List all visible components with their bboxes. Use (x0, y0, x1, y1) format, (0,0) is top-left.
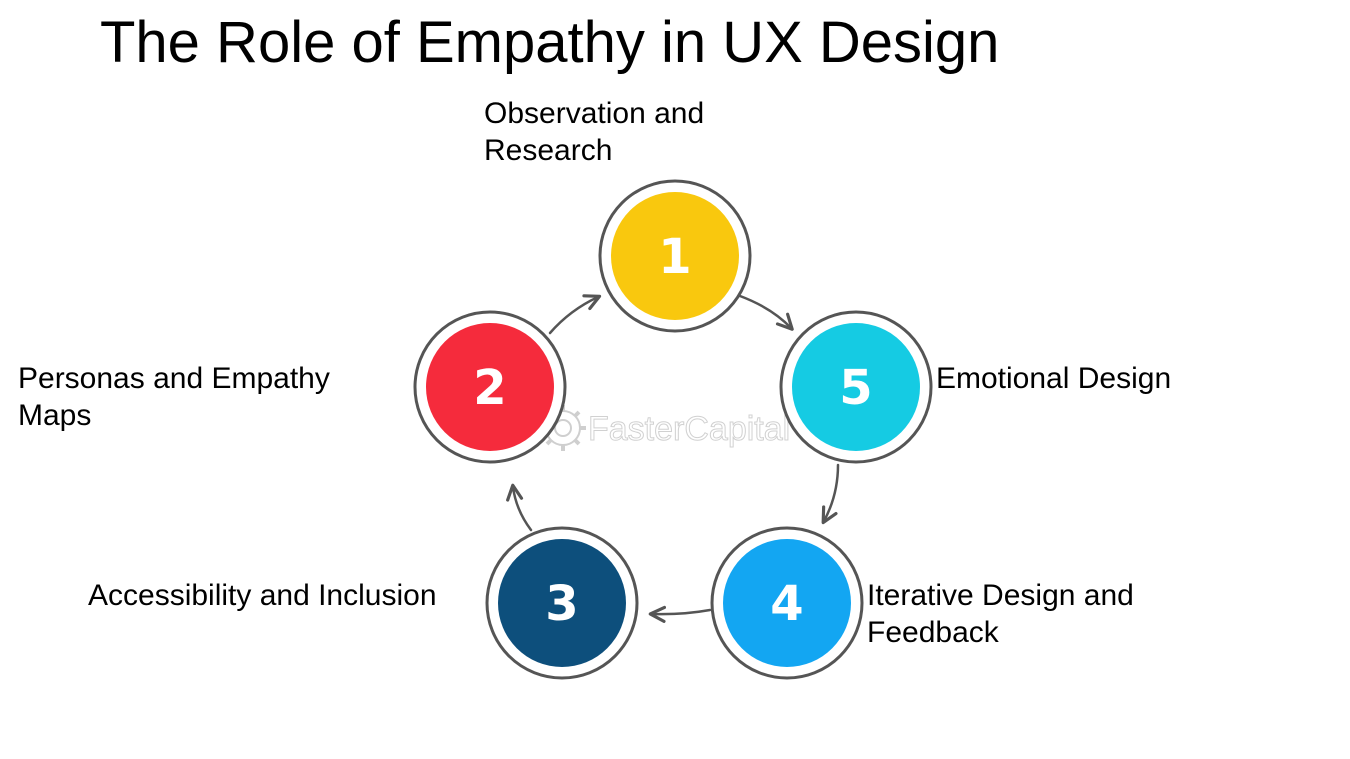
step-5-number: 5 (839, 360, 872, 416)
step-3-label: Accessibility and Inclusion (88, 577, 437, 614)
step-1-node: 1 (598, 179, 752, 333)
step-5-label-line-1: Emotional Design (936, 362, 1172, 395)
step-5-node: 5 (779, 310, 933, 464)
step-2-node: 2 (413, 310, 567, 464)
step-2-label: Personas and Empathy Maps (18, 360, 330, 434)
step-4-number: 4 (770, 576, 803, 632)
step-3-node: 3 (485, 526, 639, 680)
step-4-label-line-2: Feedback (867, 616, 999, 649)
step-2-label-line-2: Maps (18, 399, 92, 432)
step-5-label: Emotional Design (936, 360, 1171, 397)
step-5-circle (792, 323, 920, 451)
step-4-node: 4 (710, 526, 864, 680)
arrow-1-to-5 (738, 294, 794, 331)
arrow-4-to-3 (648, 605, 712, 623)
step-3-circle (498, 539, 626, 667)
page-title: The Role of Empathy in UX Design (100, 10, 1000, 75)
step-1-number: 1 (658, 229, 691, 285)
step-4-circle (723, 539, 851, 667)
step-1-label-line-1: Observation and (484, 97, 705, 130)
step-3-label-line-1: Accessibility and Inclusion (88, 579, 437, 612)
step-2-label-line-1: Personas and Empathy (18, 362, 330, 395)
step-2-circle (426, 323, 554, 451)
step-1-circle (611, 192, 739, 320)
step-3-number: 3 (545, 576, 578, 632)
arrow-3-to-2 (506, 483, 533, 532)
watermark-text: FasterCapital (588, 410, 790, 448)
step-1-label-line-2: Research (484, 134, 613, 167)
watermark: FasterCapital (540, 405, 791, 451)
step-2-number: 2 (473, 360, 506, 416)
step-1-label: Observation and Research (484, 95, 704, 169)
step-4-label-line-1: Iterative Design and (867, 579, 1134, 612)
step-4-label: Iterative Design and Feedback (867, 577, 1134, 651)
arrow-5-to-4 (821, 463, 840, 525)
arrow-2-to-1 (548, 294, 602, 335)
cycle-arrows (506, 294, 840, 623)
